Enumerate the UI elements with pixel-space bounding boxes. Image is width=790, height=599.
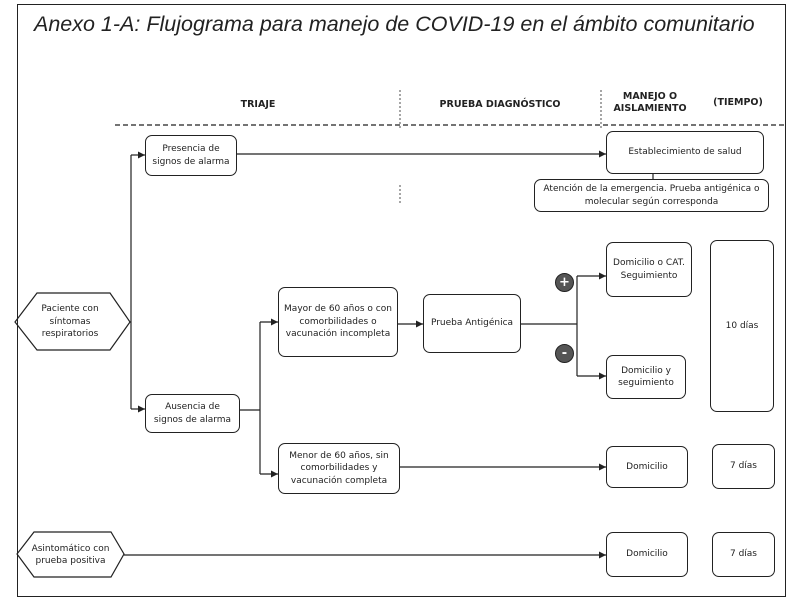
domicilio-cat-box: Domicilio o CAT. Seguimiento (606, 242, 692, 297)
header-manejo: MANEJO O AISLAMIENTO (613, 91, 687, 114)
prueba-antigenica-box: Prueba Antigénica (423, 294, 521, 353)
diagram-frame (17, 4, 786, 597)
paciente-label: Paciente con síntomas respiratorios (41, 304, 99, 340)
asintomatico-hexagon (16, 531, 125, 578)
domicilio-seguimiento-box: Domicilio y seguimiento (606, 355, 686, 399)
presencia-signos-box: Presencia de signos de alarma (145, 135, 237, 176)
tiempo-10-dias-box: 10 días (710, 240, 774, 412)
tiempo-7-dias-box-2: 7 días (712, 532, 775, 577)
atencion-emergencia-box: Atención de la emergencia. Prueba antigé… (534, 179, 769, 212)
positive-sign-icon: + (555, 273, 574, 292)
tiempo-7-dias-box-1: 7 días (712, 444, 775, 489)
asintomatico-label: Asintomático con prueba positiva (31, 543, 110, 567)
header-triaje: TRIAJE (240, 99, 276, 110)
header-tiempo: (TIEMPO) (713, 97, 763, 108)
negative-sign-icon: - (555, 344, 574, 363)
header-prueba: PRUEBA DIAGNÓSTICO (439, 99, 561, 110)
menor60-box: Menor de 60 años, sin comorbilidades y v… (278, 443, 400, 494)
domicilio-box-2: Domicilio (606, 532, 688, 577)
ausencia-signos-box: Ausencia de signos de alarma (145, 394, 240, 433)
diagram-title: Anexo 1-A: Flujograma para manejo de COV… (34, 12, 755, 36)
domicilio-box-1: Domicilio (606, 446, 688, 488)
mayor60-box: Mayor de 60 años o con comorbilidades o … (278, 287, 398, 357)
establecimiento-box: Establecimiento de salud (606, 131, 764, 174)
